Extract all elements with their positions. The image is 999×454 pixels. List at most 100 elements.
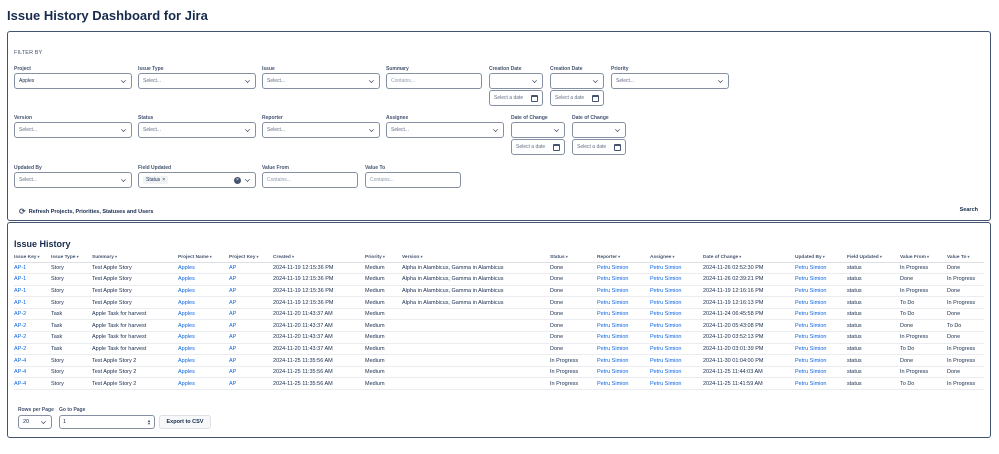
creation-date-from-select[interactable] (489, 73, 543, 89)
table-cell[interactable]: Petru Simion (650, 343, 703, 356)
table-cell[interactable]: Apples (178, 285, 229, 298)
table-cell[interactable]: Petru Simion (597, 262, 650, 275)
column-header[interactable]: Project Key ▾ (229, 253, 273, 263)
table-cell[interactable]: Petru Simion (597, 354, 650, 367)
table-cell[interactable]: AP (229, 262, 273, 275)
table-cell[interactable]: AP (229, 354, 273, 367)
table-cell[interactable]: Petru Simion (650, 308, 703, 321)
field-updated-select[interactable]: Status × × (138, 172, 256, 188)
search-button[interactable]: Search (959, 207, 978, 213)
calendar-icon[interactable] (553, 144, 560, 151)
column-header[interactable]: Reporter ▾ (597, 253, 650, 263)
table-cell[interactable]: Petru Simion (597, 296, 650, 309)
column-header[interactable]: Priority ▾ (365, 253, 402, 263)
table-cell[interactable]: Apples (178, 296, 229, 309)
table-cell[interactable]: Petru Simion (795, 377, 847, 391)
rows-per-page-select[interactable]: 20 (18, 415, 52, 429)
column-header[interactable]: Field Updated ▾ (847, 253, 900, 263)
table-cell[interactable]: AP-4 (14, 377, 51, 391)
date-of-change-from-picker[interactable]: Select a date (511, 139, 565, 155)
table-cell[interactable]: AP (229, 296, 273, 309)
updated-by-select[interactable]: Select... (14, 172, 132, 188)
table-cell[interactable]: Apples (178, 273, 229, 286)
version-select[interactable]: Select... (14, 122, 132, 138)
table-cell[interactable]: Petru Simion (597, 285, 650, 298)
table-cell[interactable]: AP (229, 308, 273, 321)
table-cell[interactable]: AP (229, 273, 273, 286)
project-select[interactable]: Apples (14, 73, 132, 89)
remove-tag-icon[interactable]: × (162, 177, 166, 183)
summary-input[interactable]: Contains... (386, 73, 482, 89)
table-cell[interactable]: AP (229, 285, 273, 298)
refresh-button[interactable]: ⟳ Refresh Projects, Priorities, Statuses… (19, 207, 153, 216)
table-cell[interactable]: AP (229, 366, 273, 379)
table-cell[interactable]: Petru Simion (795, 285, 847, 298)
table-cell[interactable]: Apples (178, 366, 229, 379)
table-cell[interactable]: Petru Simion (650, 296, 703, 309)
status-select[interactable]: Select... (138, 122, 256, 138)
table-cell[interactable]: AP-4 (14, 354, 51, 367)
table-cell[interactable]: Apples (178, 319, 229, 333)
table-cell[interactable]: Petru Simion (597, 331, 650, 344)
stepper-icon[interactable]: ▲▼ (147, 418, 151, 426)
date-of-change-to-select[interactable] (572, 122, 626, 138)
value-from-input[interactable]: Contains... (262, 172, 358, 188)
reporter-select[interactable]: Select... (262, 122, 380, 138)
issue-select[interactable]: Select... (262, 73, 380, 89)
table-cell[interactable]: Petru Simion (650, 285, 703, 298)
table-cell[interactable]: Petru Simion (795, 343, 847, 356)
column-header[interactable]: Assignee ▾ (650, 253, 703, 263)
column-header[interactable]: Value To ▾ (947, 253, 984, 263)
column-header[interactable]: Version ▾ (402, 253, 550, 263)
column-header[interactable]: Updated By ▾ (795, 253, 847, 263)
calendar-icon[interactable] (614, 144, 621, 151)
export-csv-button[interactable]: Export to CSV (159, 415, 211, 429)
table-cell[interactable]: Apples (178, 308, 229, 321)
assignee-select[interactable]: Select... (386, 122, 504, 138)
table-cell[interactable]: AP-4 (14, 366, 51, 379)
column-header[interactable]: Project Name ▾ (178, 253, 229, 263)
table-cell[interactable]: AP-2 (14, 331, 51, 344)
table-cell[interactable]: Petru Simion (650, 354, 703, 367)
value-to-input[interactable]: Contains... (365, 172, 461, 188)
table-cell[interactable]: Petru Simion (597, 319, 650, 333)
table-cell[interactable]: AP-2 (14, 319, 51, 333)
issue-type-select[interactable]: Select... (138, 73, 256, 89)
calendar-icon[interactable] (592, 95, 599, 102)
column-header[interactable]: Date of Change ▾ (703, 253, 795, 263)
table-cell[interactable]: Apples (178, 331, 229, 344)
table-cell[interactable]: AP-2 (14, 343, 51, 356)
table-cell[interactable]: Petru Simion (597, 273, 650, 286)
creation-date-from-picker[interactable]: Select a date (489, 90, 543, 106)
table-cell[interactable]: Petru Simion (597, 308, 650, 321)
table-cell[interactable]: Petru Simion (597, 377, 650, 391)
column-header[interactable]: Created ▾ (273, 253, 365, 263)
go-to-page-input[interactable]: 1 ▲▼ (59, 415, 155, 429)
priority-select[interactable]: Select... (611, 73, 729, 89)
creation-date-to-select[interactable] (550, 73, 604, 89)
column-header[interactable]: Value From ▾ (900, 253, 947, 263)
table-cell[interactable]: Petru Simion (650, 319, 703, 333)
table-cell[interactable]: Apples (178, 377, 229, 391)
table-cell[interactable]: AP (229, 331, 273, 344)
table-cell[interactable]: Petru Simion (597, 343, 650, 356)
creation-date-to-picker[interactable]: Select a date (550, 90, 604, 106)
column-header[interactable]: Issue Key ▾ (14, 253, 51, 263)
table-cell[interactable]: Apples (178, 343, 229, 356)
table-cell[interactable]: Petru Simion (650, 366, 703, 379)
column-header[interactable]: Status ▾ (550, 253, 597, 263)
table-cell[interactable]: AP (229, 377, 273, 391)
column-header[interactable]: Issue Type ▾ (51, 253, 92, 263)
table-cell[interactable]: Petru Simion (795, 354, 847, 367)
calendar-icon[interactable] (531, 95, 538, 102)
table-cell[interactable]: AP-1 (14, 296, 51, 309)
table-cell[interactable]: Petru Simion (597, 366, 650, 379)
table-cell[interactable]: AP (229, 343, 273, 356)
table-cell[interactable]: Petru Simion (795, 296, 847, 309)
table-cell[interactable]: AP-1 (14, 285, 51, 298)
date-of-change-from-select[interactable] (511, 122, 565, 138)
table-cell[interactable]: AP-2 (14, 308, 51, 321)
table-cell[interactable]: Petru Simion (795, 319, 847, 333)
table-cell[interactable]: AP-1 (14, 273, 51, 286)
table-cell[interactable]: Petru Simion (650, 377, 703, 391)
